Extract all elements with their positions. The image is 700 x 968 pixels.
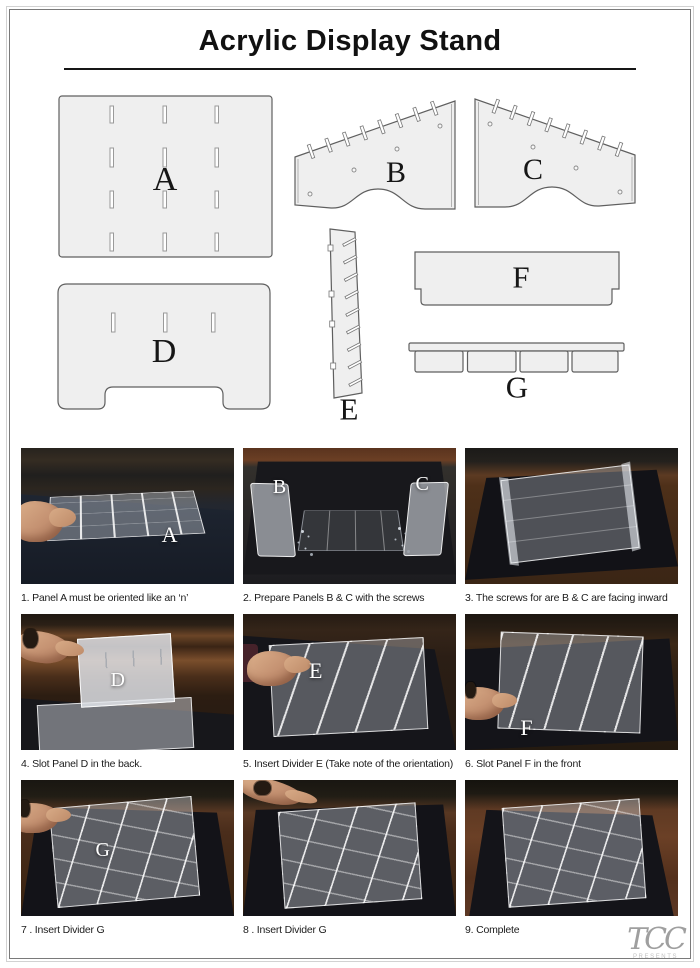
overlay-label-g: G — [95, 838, 110, 861]
step-3-caption: 3. The screws for are B & C are facing i… — [465, 592, 668, 604]
wrist-watch — [253, 781, 271, 795]
part-label-f: F — [512, 259, 530, 295]
part-label-d: D — [151, 333, 177, 370]
completed-stand — [502, 798, 648, 908]
stand-with-compartments — [48, 795, 200, 908]
page-title: Acrylic Display Stand — [198, 25, 502, 57]
panel-c-drawing — [474, 98, 636, 208]
panel-f-drawing — [414, 251, 620, 306]
step-6-caption: 6. Slot Panel F in the front — [465, 758, 581, 770]
step-2: B C 2. Prepare Panels B & C with the scr… — [243, 448, 456, 614]
step-1-caption: 1. Panel A must be oriented like an ‘n’ — [21, 592, 189, 604]
step-8-caption: 8 . Insert Divider G — [243, 924, 327, 936]
panel-b-drawing — [294, 100, 456, 210]
step-7: G 7 . Insert Divider G — [21, 780, 234, 946]
divider-e-drawing — [327, 228, 363, 399]
wrist-watch — [23, 628, 39, 648]
step-9: 9. Complete — [465, 780, 678, 946]
step-1: A 1. Panel A must be oriented like an ‘n… — [21, 448, 234, 614]
overlay-label-d: D — [110, 668, 125, 691]
brand-watermark: TCC PRESENTS — [627, 922, 687, 961]
acrylic-panel-d — [76, 632, 175, 708]
step-4: D 4. Slot Panel D in the back. — [21, 614, 234, 780]
step-5-caption: 5. Insert Divider E (Take note of the or… — [243, 758, 454, 770]
overlay-label-c: C — [415, 472, 429, 495]
step-7-photo: G — [21, 780, 234, 916]
stand-with-compartments — [278, 802, 423, 910]
part-label-a: A — [152, 161, 178, 198]
step-4-caption: 4. Slot Panel D in the back. — [21, 758, 143, 770]
panel-d-drawing — [57, 283, 271, 410]
assembled-base — [500, 464, 640, 564]
wrist-watch — [465, 682, 476, 699]
step-9-photo — [465, 780, 678, 916]
screws — [397, 526, 401, 530]
part-label-c: C — [522, 153, 544, 186]
step-3: 3. The screws for are B & C are facing i… — [465, 448, 678, 614]
assembly-steps: A 1. Panel A must be oriented like an ‘n… — [21, 448, 678, 946]
step-4-photo: D — [21, 614, 234, 750]
part-label-e: E — [339, 391, 359, 427]
part-label-b: B — [385, 156, 407, 189]
step-6-photo: F — [465, 614, 678, 750]
hand — [247, 650, 311, 687]
step-5: E 5. Insert Divider E (Take note of the … — [243, 614, 456, 780]
step-2-caption: 2. Prepare Panels B & C with the screws — [243, 592, 425, 604]
divider-g-drawing — [408, 342, 625, 373]
hand — [21, 501, 76, 542]
step-6: F 6. Slot Panel F in the front — [465, 614, 678, 780]
hand — [243, 780, 305, 811]
overlay-label-b: B — [272, 475, 287, 498]
overlay-label-a: A — [161, 522, 178, 548]
part-label-g: G — [505, 369, 529, 405]
stand-with-dividers — [268, 637, 429, 737]
step-3-photo — [465, 448, 678, 584]
panel-a-drawing — [58, 95, 273, 258]
wrist-watch — [21, 800, 30, 817]
step-5-photo: E — [243, 614, 456, 750]
brand-logo-subtext: PRESENTS — [632, 954, 679, 960]
title-divider — [64, 68, 636, 70]
step-8: 8 . Insert Divider G — [243, 780, 456, 946]
step-9-caption: 9. Complete — [465, 924, 520, 936]
overlay-label-e: E — [309, 658, 323, 684]
brand-logo: TCC — [627, 922, 687, 957]
screws — [300, 529, 304, 533]
step-1-photo: A — [21, 448, 234, 584]
step-2-photo: B C — [243, 448, 456, 584]
overlay-label-f: F — [520, 715, 533, 741]
step-8-photo — [243, 780, 456, 916]
acrylic-panel-a — [297, 510, 404, 551]
step-7-caption: 7 . Insert Divider G — [21, 924, 105, 936]
